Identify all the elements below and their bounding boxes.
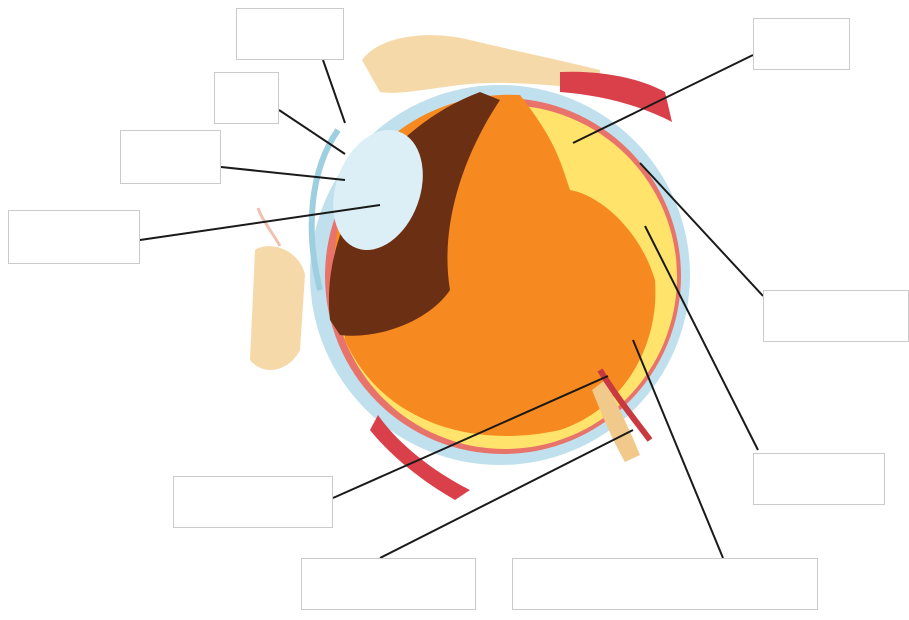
label-box-bottom-right[interactable] xyxy=(512,558,818,610)
left-tendon xyxy=(250,246,305,370)
leader-line-bottom-right xyxy=(633,340,723,558)
label-box-lower-left[interactable] xyxy=(173,476,333,528)
leader-line-top-right xyxy=(573,55,753,143)
label-box-upper-left[interactable] xyxy=(214,72,279,124)
label-box-bottom-left[interactable] xyxy=(301,558,476,610)
label-box-lower-right[interactable] xyxy=(753,453,885,505)
label-box-top-right[interactable] xyxy=(753,18,850,70)
small-nerve xyxy=(258,208,280,246)
label-box-top[interactable] xyxy=(236,8,344,60)
leader-line-mid-left xyxy=(221,167,345,180)
label-box-mid-left[interactable] xyxy=(120,130,221,184)
label-box-right[interactable] xyxy=(763,290,909,342)
leader-line-top xyxy=(323,60,345,123)
label-box-left[interactable] xyxy=(8,210,140,264)
